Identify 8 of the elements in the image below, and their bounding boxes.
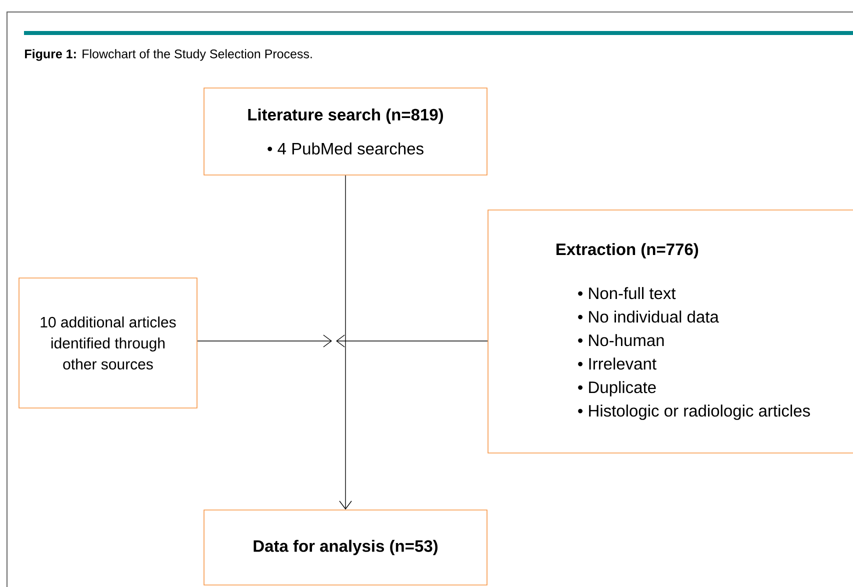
process-box: Extraction (n=776) • Non-full text • No individual data • No-human • Irrelevant • Duplicate • Histologic or radiologic articles bbox=[488, 210, 853, 454]
process-box: Literature search (n=819) • 4 PubMed searches bbox=[204, 88, 488, 176]
figure-caption: Figure 1: Flowchart of the Study Selection Process. bbox=[25, 49, 312, 61]
arrow bbox=[339, 175, 352, 510]
arrow bbox=[336, 334, 488, 348]
arrow bbox=[197, 334, 332, 348]
process-box: Data for analysis (n=53) bbox=[204, 510, 488, 586]
process-box: 10 additional articles identified through other sources bbox=[18, 278, 198, 408]
